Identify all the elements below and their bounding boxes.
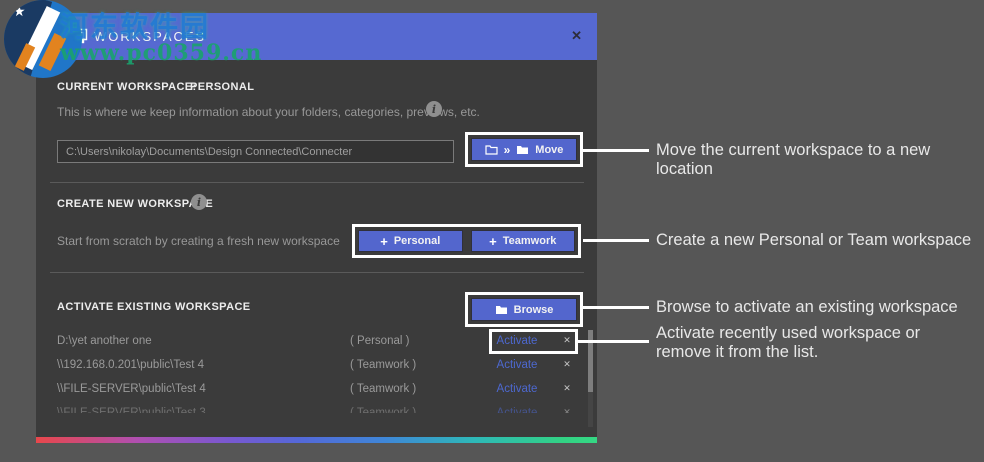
remove-icon[interactable]: ✕ [563, 407, 571, 413]
current-workspace-description: This is where we keep information about … [57, 105, 480, 119]
annotation-browse: Browse to activate an existing workspace [656, 298, 958, 316]
section-divider [50, 272, 584, 273]
move-button[interactable]: » Move [471, 138, 577, 161]
workspace-type: ( Teamwork ) [350, 359, 417, 371]
annotation-create: Create a new Personal or Team workspace [656, 231, 972, 249]
dialog-titlebar: WORKSPACES ✕ [36, 13, 597, 60]
plus-icon: + [489, 233, 497, 249]
activate-link[interactable]: Activate [496, 335, 538, 347]
callout-line [583, 149, 649, 152]
workspace-path: \\FILE-SERVER\public\Test 3 [57, 407, 206, 413]
callout-line [583, 239, 649, 242]
workspace-type: ( Teamwork ) [350, 407, 417, 413]
new-teamwork-button[interactable]: + Teamwork [470, 230, 575, 252]
recent-workspaces-list: D:\yet another one ( Personal ) Activate… [36, 330, 589, 413]
activate-workspace-label: ACTIVATE EXISTING WORKSPACE [57, 301, 251, 313]
info-icon[interactable]: i [191, 194, 207, 210]
folder-outline-icon [484, 145, 498, 155]
annotation-activate: Activate recently used workspace or remo… [656, 324, 921, 361]
workspace-row: D:\yet another one ( Personal ) Activate… [36, 330, 589, 354]
rainbow-bar [36, 437, 597, 443]
workspace-path-input[interactable] [57, 140, 454, 163]
new-personal-label: Personal [393, 235, 441, 247]
watermark-logo: ★ [4, 0, 82, 78]
workspace-path: D:\yet another one [57, 335, 152, 347]
workspace-path: \\FILE-SERVER\public\Test 4 [57, 383, 206, 395]
workspaces-dialog: WORKSPACES ✕ CURRENT WORKSPACE: PERSONAL… [36, 13, 597, 443]
browse-highlight-box: Browse [465, 292, 583, 327]
remove-icon[interactable]: ✕ [563, 383, 571, 393]
plus-icon: + [380, 233, 388, 249]
new-personal-button[interactable]: + Personal [358, 230, 463, 252]
star-icon: ★ [13, 3, 26, 19]
section-divider [50, 182, 584, 183]
current-workspace-label: CURRENT WORKSPACE: [57, 81, 197, 93]
callout-line [578, 340, 649, 343]
remove-icon[interactable]: ✕ [563, 335, 571, 345]
close-icon[interactable]: ✕ [571, 28, 582, 43]
move-highlight-box: » Move [465, 132, 583, 167]
create-workspace-description: Start from scratch by creating a fresh n… [57, 234, 340, 248]
new-teamwork-label: Teamwork [502, 235, 557, 247]
watermark-site-name: 河东软件园 [60, 10, 211, 43]
chevron-right-icon: » [503, 142, 511, 157]
annotation-move: Move the current workspace to a new loca… [656, 141, 931, 178]
workspace-row: \\192.168.0.201\public\Test 4 ( Teamwork… [36, 354, 589, 378]
info-icon[interactable]: i [426, 101, 442, 117]
workspace-row: \\FILE-SERVER\public\Test 4 ( Teamwork )… [36, 378, 589, 402]
watermark-site-url: www.pc0359.cn [60, 40, 263, 66]
create-workspace-label: CREATE NEW WORKSPACE [57, 198, 214, 210]
browse-button-label: Browse [513, 303, 554, 316]
activate-link[interactable]: Activate [496, 359, 538, 371]
move-button-label: Move [535, 143, 564, 156]
scrollbar-thumb[interactable] [588, 330, 593, 392]
activate-link[interactable]: Activate [496, 407, 538, 413]
create-highlight-box: + Personal + Teamwork [352, 224, 581, 258]
workspace-row: \\FILE-SERVER\public\Test 3 ( Teamwork )… [36, 402, 589, 413]
current-workspace-value: PERSONAL [190, 81, 255, 93]
workspace-type: ( Teamwork ) [350, 383, 417, 395]
browse-button[interactable]: Browse [471, 298, 577, 321]
workspace-path: \\192.168.0.201\public\Test 4 [57, 359, 205, 371]
dialog-title: WORKSPACES [94, 29, 207, 44]
callout-line [583, 306, 649, 309]
workspace-type: ( Personal ) [350, 335, 410, 347]
folder-filled-icon [517, 146, 529, 154]
folder-filled-icon [495, 306, 507, 314]
activate-link[interactable]: Activate [496, 383, 538, 395]
remove-icon[interactable]: ✕ [563, 359, 571, 369]
